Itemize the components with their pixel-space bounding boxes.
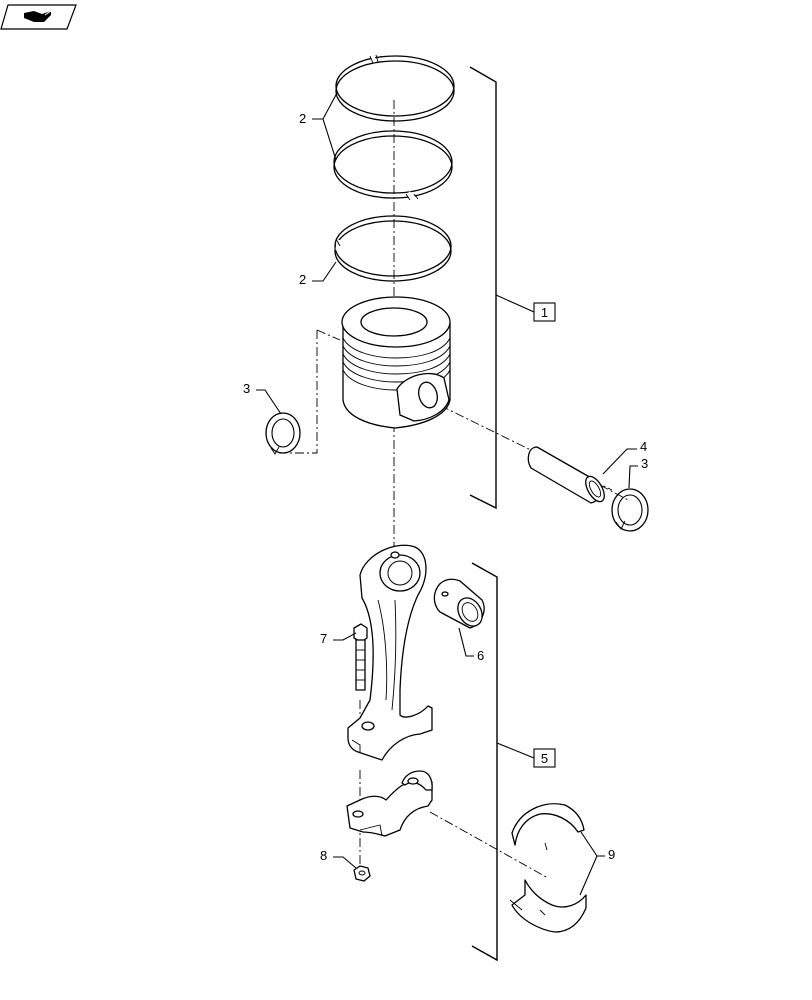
callout-label-5: 5 <box>541 751 548 766</box>
callout-label-9: 9 <box>608 847 615 862</box>
piston-pin <box>527 446 605 504</box>
callout-label-2-lower: 2 <box>299 272 306 287</box>
callout-box-1 <box>533 302 556 322</box>
piston-ring-top <box>335 54 455 122</box>
rod-nut <box>353 865 371 882</box>
circlip-left <box>265 412 301 455</box>
callout-label-7: 7 <box>320 631 327 646</box>
assembly-bracket-rod <box>471 562 498 962</box>
bearing-shell-lower <box>509 879 587 933</box>
callout-label-1: 1 <box>541 305 548 320</box>
connecting-rod-cap <box>346 770 433 837</box>
piston-ring-second <box>333 130 453 201</box>
page-flip-icon[interactable] <box>0 4 77 30</box>
connecting-rod <box>347 544 433 761</box>
callout-label-2-top: 2 <box>299 111 306 126</box>
callout-label-3-right: 3 <box>641 456 648 471</box>
callout-label-4: 4 <box>640 439 647 454</box>
callout-label-8: 8 <box>320 848 327 863</box>
callout-label-6: 6 <box>477 648 484 663</box>
bearing-shell-upper <box>511 803 585 851</box>
piston <box>341 296 451 429</box>
rod-bolt <box>353 623 368 691</box>
callout-box-5 <box>533 748 556 768</box>
small-end-bushing <box>433 578 485 629</box>
circlip-right <box>611 488 649 532</box>
assembly-bracket-piston <box>469 66 497 510</box>
piston-ring-oil <box>334 215 452 282</box>
callout-label-3-left: 3 <box>243 381 250 396</box>
